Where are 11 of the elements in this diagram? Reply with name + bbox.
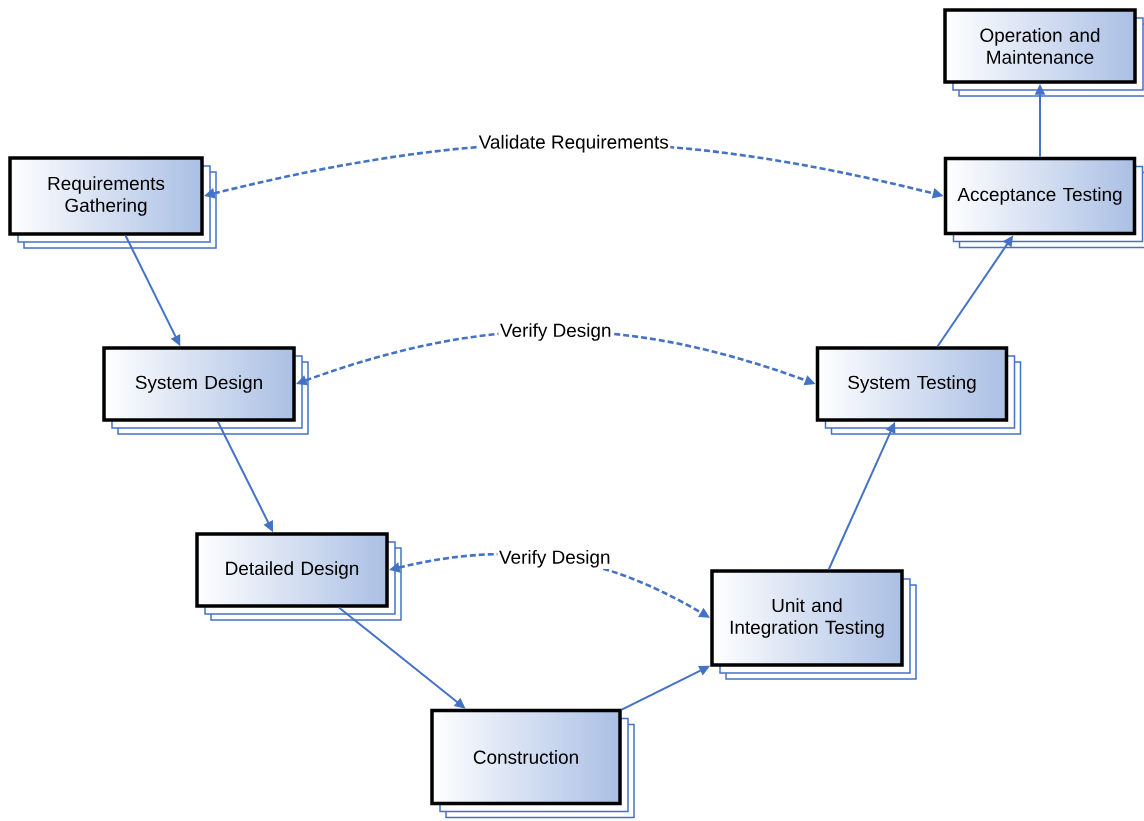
process-box: Detailed Design xyxy=(195,532,402,621)
edge-label: Verify Design xyxy=(497,548,613,570)
process-box: Operation and Maintenance xyxy=(943,8,1144,97)
edge-label: Validate Requirements xyxy=(477,133,671,154)
process-box: System Testing xyxy=(815,346,1022,435)
process-box: Construction xyxy=(430,708,635,819)
process-box: Unit and Integration Testing xyxy=(710,569,917,680)
process-box: System Design xyxy=(102,346,309,435)
edge-label: Verify Design xyxy=(498,321,613,343)
process-box: Acceptance Testing xyxy=(943,156,1144,249)
process-box: Requirements Gathering xyxy=(8,156,217,249)
